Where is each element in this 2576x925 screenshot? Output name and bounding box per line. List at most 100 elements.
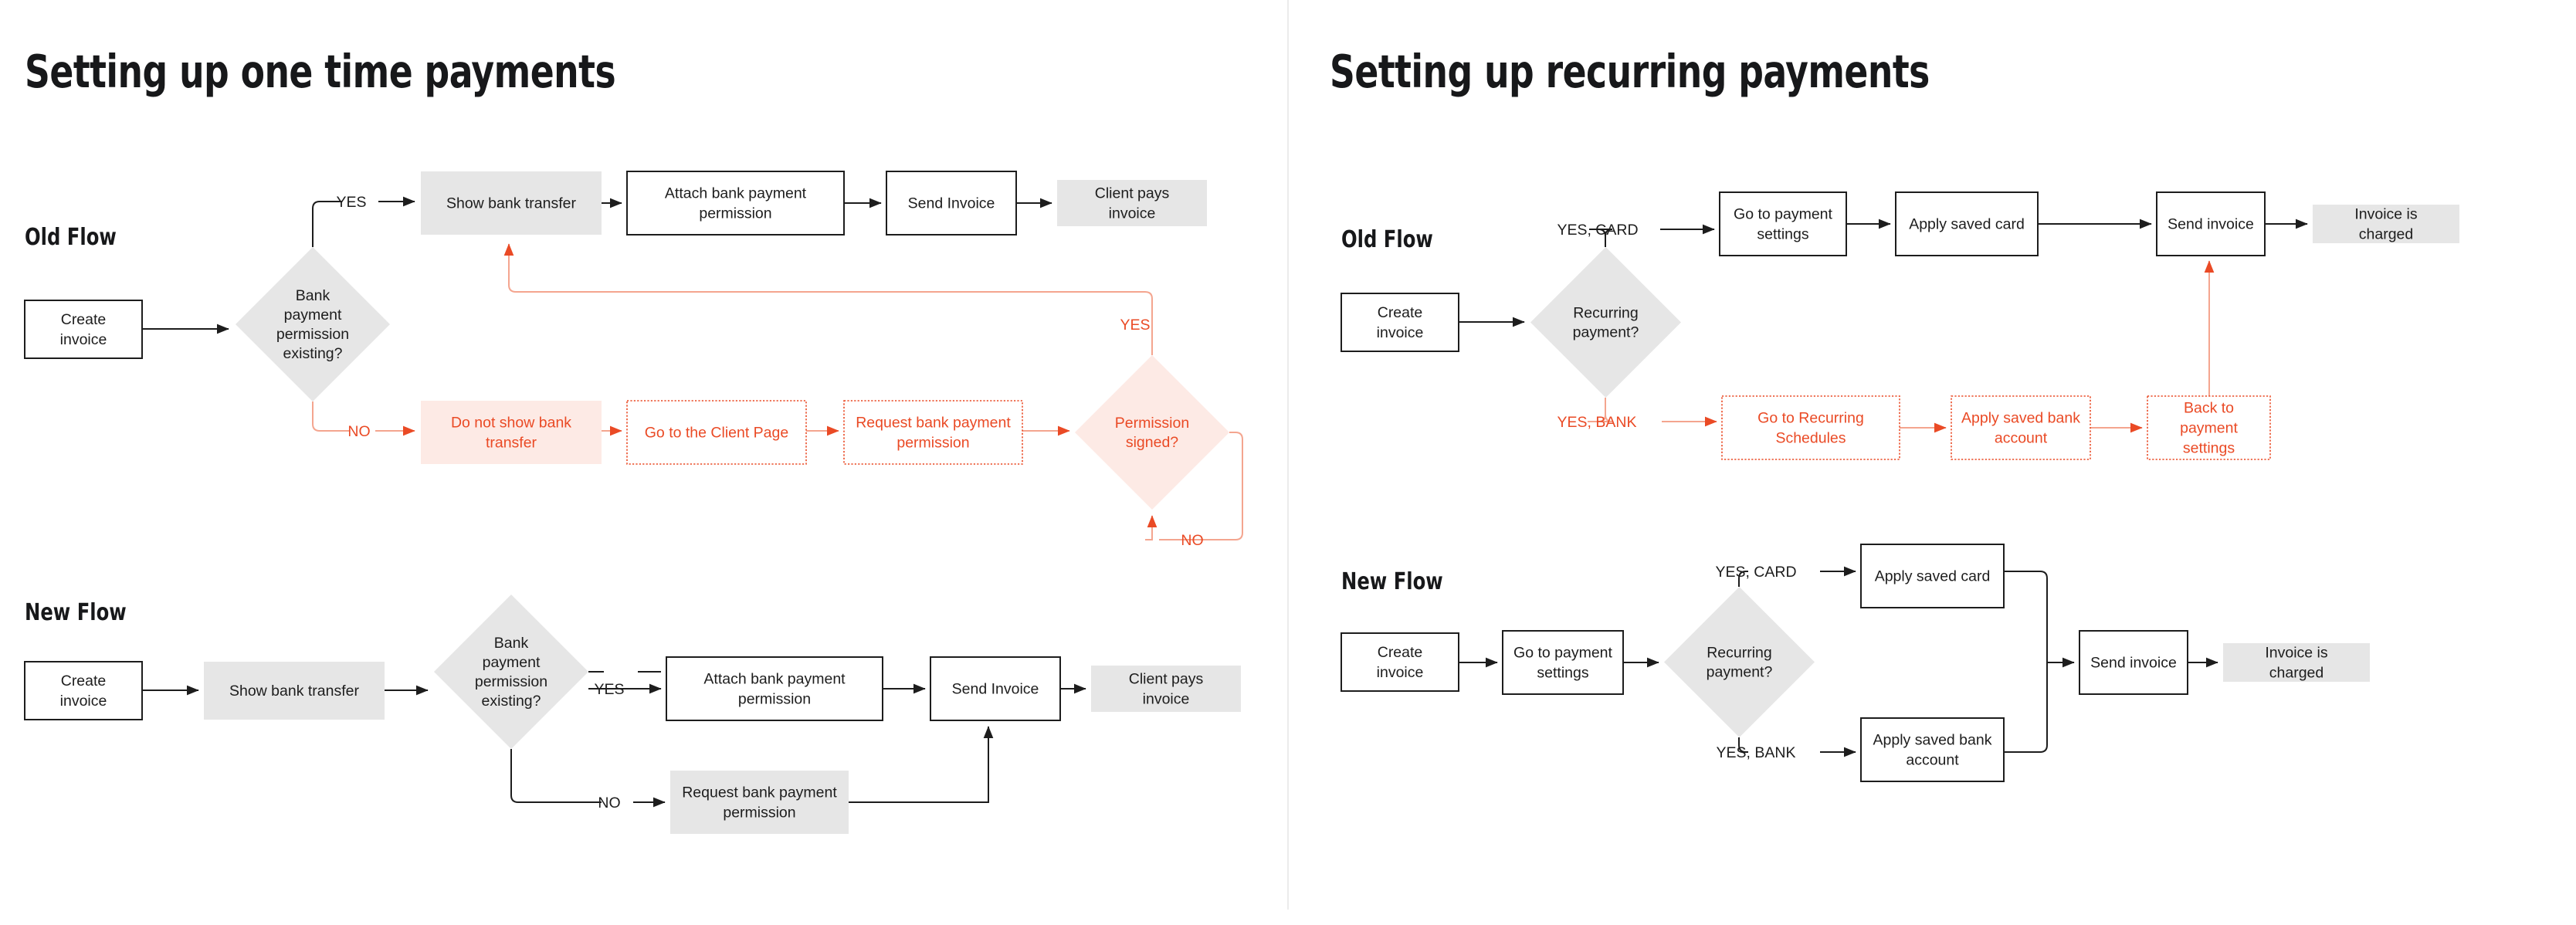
node-shape	[1860, 717, 2005, 782]
node-label: Send invoice	[2168, 216, 2254, 233]
node-shape	[670, 771, 849, 834]
edge-diamond-yes-up	[312, 201, 342, 247]
node-shape	[1057, 180, 1207, 226]
node-shape	[1664, 587, 1815, 737]
node-shape	[1530, 247, 1681, 398]
node-shape	[1721, 395, 1900, 460]
edge-label-r-n-yesbank: YES, BANK	[1717, 744, 1796, 761]
node-r-n-applycard[interactable]: Apply saved card	[1860, 544, 2005, 608]
node-shape	[1502, 630, 1624, 695]
node-shape	[2079, 630, 2188, 695]
node-shape	[843, 400, 1023, 465]
edge-permission-no-loop	[1159, 432, 1243, 540]
panel-one-time-payments: Setting up one time payments Old Flow Ne…	[25, 45, 616, 626]
edge-label-r-o-yesbank: YES, BANK	[1557, 414, 1637, 431]
node-r-o-send[interactable]: Send invoice	[2156, 191, 2266, 256]
edge-rn-applybank-to-merge	[2004, 662, 2048, 753]
edge-label-l-o-no-perm: NO	[1181, 532, 1203, 549]
node-shape	[1860, 544, 2005, 608]
node-r-o-applycard[interactable]: Apply saved card	[1895, 191, 2039, 256]
page-title-one-time: Setting up one time payments	[25, 45, 616, 98]
edge-r-yescard-line	[1589, 229, 1606, 247]
node-label: Apply saved card	[1909, 216, 2025, 233]
edge-rn-diamond-yescard-up	[1738, 571, 1748, 587]
node-shape	[2313, 205, 2459, 243]
edge-label-l-n-no: NO	[598, 795, 620, 811]
node-shape	[24, 661, 143, 720]
node-shape	[2156, 191, 2266, 256]
node-l-o-show[interactable]: Show bank transfer	[421, 171, 602, 235]
edge-label-l-o-yes-top: YES	[336, 194, 366, 211]
node-shape	[1341, 293, 1459, 352]
node-shape	[421, 171, 602, 235]
edge-permission-yes-loop	[503, 243, 1153, 355]
node-label: Send Invoice	[952, 681, 1039, 698]
edge-permission-no-return	[1145, 515, 1158, 540]
edge-label-l-o-no-bottom: NO	[347, 423, 370, 440]
section-title-new-flow-right: New Flow	[1341, 568, 1443, 595]
node-r-n-send[interactable]: Send invoice	[2079, 630, 2188, 695]
node-shape	[1091, 666, 1241, 712]
edge-label-l-n-yes: YES	[594, 681, 624, 698]
node-l-o-send[interactable]: Send Invoice	[886, 171, 1017, 235]
edge-n-request-to-send	[849, 726, 994, 803]
node-l-o-clientpage[interactable]: Go to the Client Page	[626, 400, 807, 465]
panel-recurring-payments: Setting up recurring payments Old Flow N…	[1288, 0, 2576, 925]
node-l-n-send[interactable]: Send Invoice	[930, 656, 1061, 721]
node-shape	[886, 171, 1017, 235]
node-shape	[626, 171, 845, 235]
page-title-recurring: Setting up recurring payments	[1330, 45, 1930, 98]
node-label: Show bank transfer	[446, 195, 577, 212]
edge-label-r-n-yescard: YES, CARD	[1715, 564, 1796, 581]
edge-diamond-no-down	[312, 402, 349, 432]
node-label: Apply saved card	[1875, 568, 1991, 585]
node-shape	[666, 656, 883, 721]
node-shape	[434, 595, 588, 749]
node-l-n-show[interactable]: Show bank transfer	[204, 662, 385, 720]
node-shape	[204, 662, 385, 720]
